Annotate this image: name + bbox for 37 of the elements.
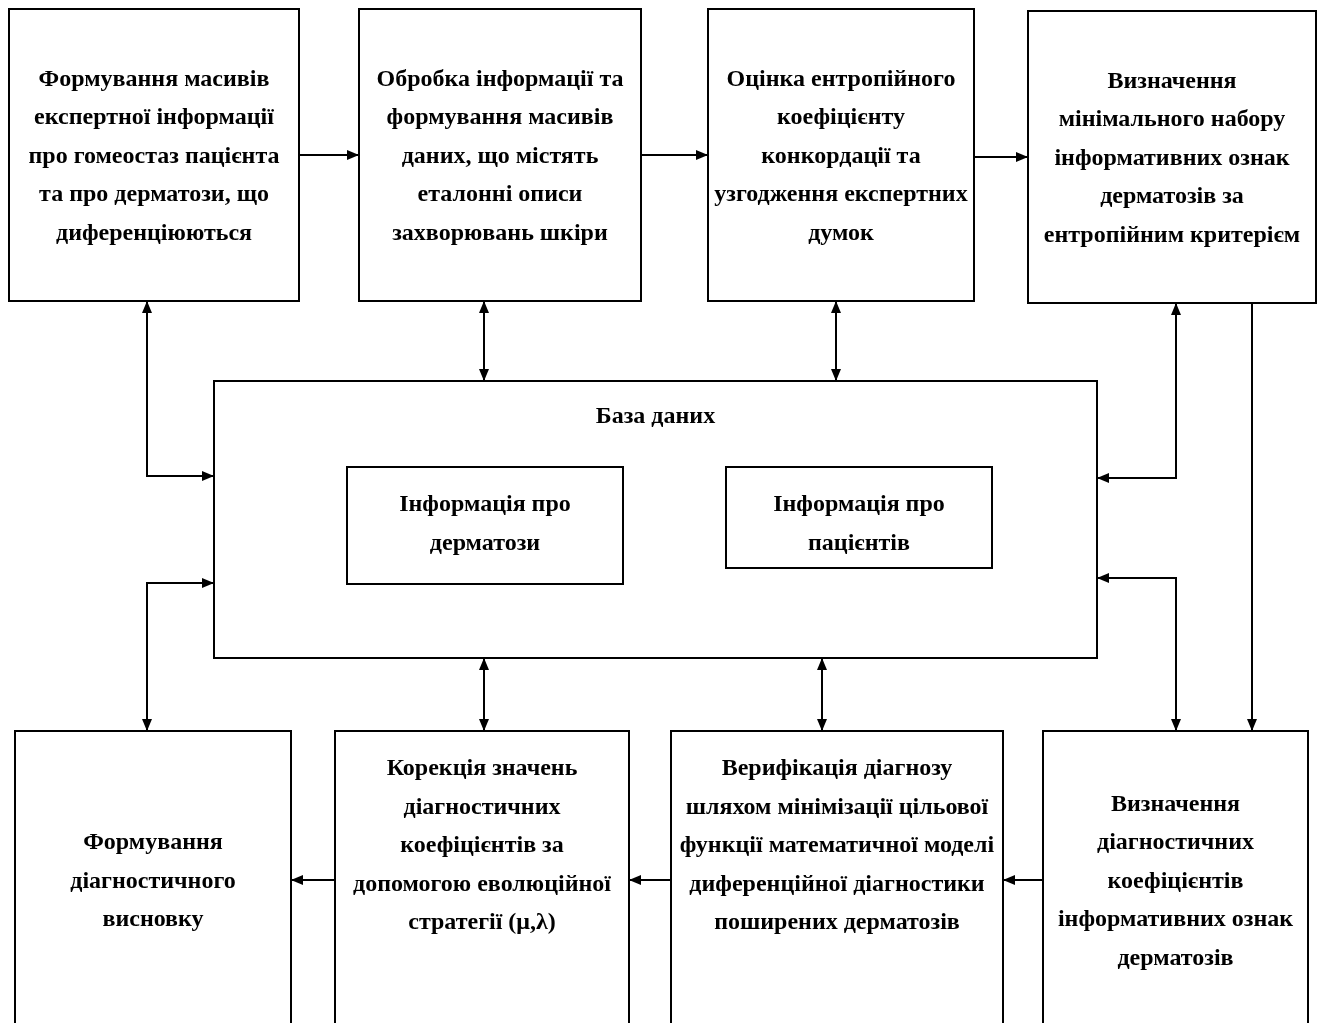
- arrow: [479, 301, 489, 381]
- arrow: [1097, 573, 1181, 731]
- process-box: [8, 8, 300, 302]
- box-text: Інформація про пацієнтів: [772, 489, 946, 557]
- process-box: [670, 730, 1004, 1023]
- box-text: Визначення мінімального набору інформативних ознак дерматозів за ентропійним критерієм: [1042, 65, 1302, 249]
- box-heading: База даних: [594, 401, 717, 430]
- arrow: [1003, 875, 1043, 885]
- arrow: [479, 658, 489, 731]
- database-box: [213, 380, 1098, 659]
- arrow: [629, 875, 671, 885]
- box-text: Обробка інформації та формування масивів даних, що містять еталонні описи захворювань шкіри: [375, 63, 625, 247]
- arrow: [291, 875, 335, 885]
- arrow: [831, 301, 841, 381]
- arrow: [817, 658, 827, 731]
- process-box: [14, 730, 292, 1023]
- process-box: [707, 8, 975, 302]
- process-box: [725, 466, 993, 569]
- process-box: [358, 8, 642, 302]
- arrow: [1247, 303, 1257, 731]
- process-box: [346, 466, 624, 585]
- arrow: [299, 150, 359, 160]
- process-box: [1042, 730, 1309, 1023]
- box-text: Верифікація діагнозу шляхом мінімізації цільової функції математичної моделі диференційної діагностики поширених дерматозів: [678, 753, 996, 936]
- box-text: Корекція значень діагностичних коефіцієнтів за допомогою еволюційної стратегії (μ,λ): [352, 753, 612, 936]
- arrow: [1097, 303, 1181, 483]
- arrow: [641, 150, 708, 160]
- process-box: [1027, 10, 1317, 304]
- box-text: Визначення діагностичних коефіцієнтів інформативних ознак дерматозів: [1056, 788, 1295, 972]
- box-text: Формування діагностичного висновку: [69, 827, 237, 934]
- box-text: Оцінка ентропійного коефіцієнту конкордації та узгодження експертних думок: [713, 63, 969, 247]
- process-box: [334, 730, 630, 1023]
- arrow: [974, 152, 1028, 162]
- box-text: Інформація про дерматози: [398, 489, 572, 557]
- box-text: Формування масивів експертної інформації про гомеостаз пацієнта та про дерматози, що диференціюються: [27, 63, 281, 247]
- arrow: [142, 301, 214, 481]
- arrow: [142, 578, 214, 731]
